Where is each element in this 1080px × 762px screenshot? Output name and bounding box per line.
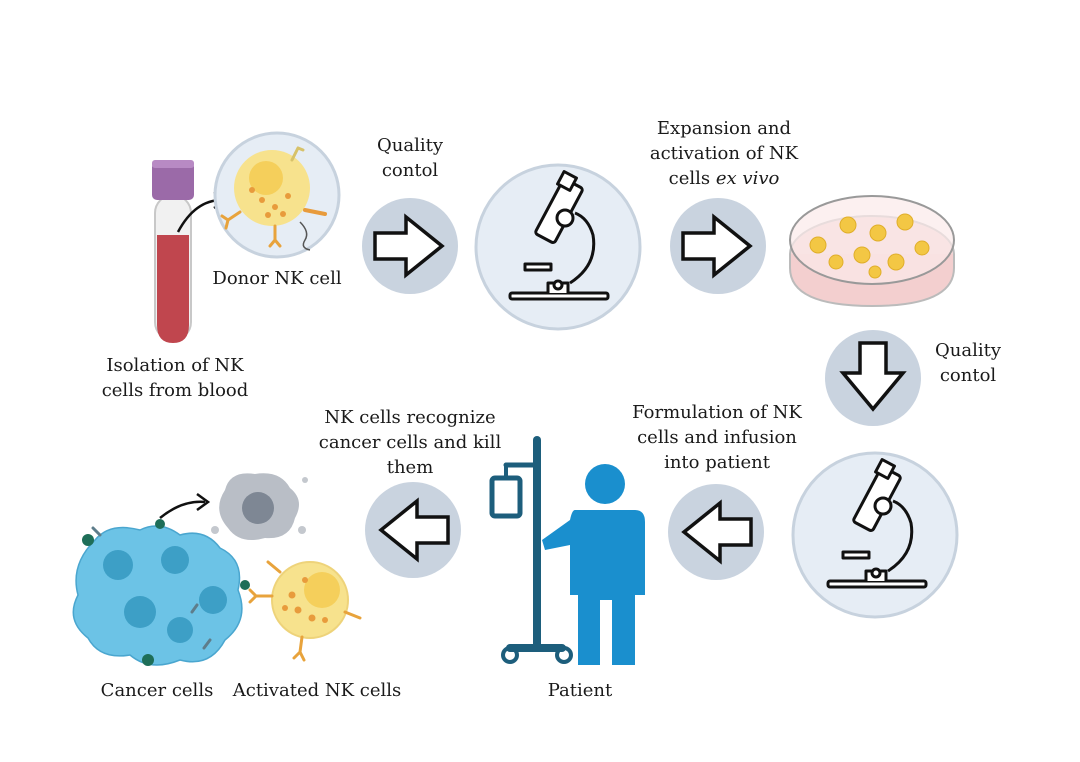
curve-arrow-icon	[159, 500, 206, 519]
patient-label: Patient	[547, 680, 613, 701]
microscope-icon	[791, 451, 959, 619]
arrow-right-icon	[362, 198, 458, 294]
activated-nk-cells-label: Activated NK cells	[232, 680, 402, 701]
cancer-cells-label: Cancer cells	[100, 680, 214, 701]
arrow-left-icon	[365, 482, 461, 578]
cancer-cells-icon	[72, 519, 250, 666]
iv-stand-icon	[489, 436, 573, 664]
blood-tube-icon	[152, 160, 194, 343]
patient-icon	[542, 464, 645, 665]
nk-cell-icon	[248, 560, 362, 662]
donor-nk-cell-label: Donor NK cell	[212, 268, 342, 289]
arrow-left-icon	[668, 484, 764, 580]
microscope-icon	[474, 163, 642, 331]
donor-nk-cell-icon	[213, 131, 341, 259]
arrow-right-icon	[670, 198, 766, 294]
petri-dish-icon	[789, 195, 955, 308]
arrow-down-icon	[825, 330, 921, 426]
dying-cell-icon	[211, 473, 308, 541]
